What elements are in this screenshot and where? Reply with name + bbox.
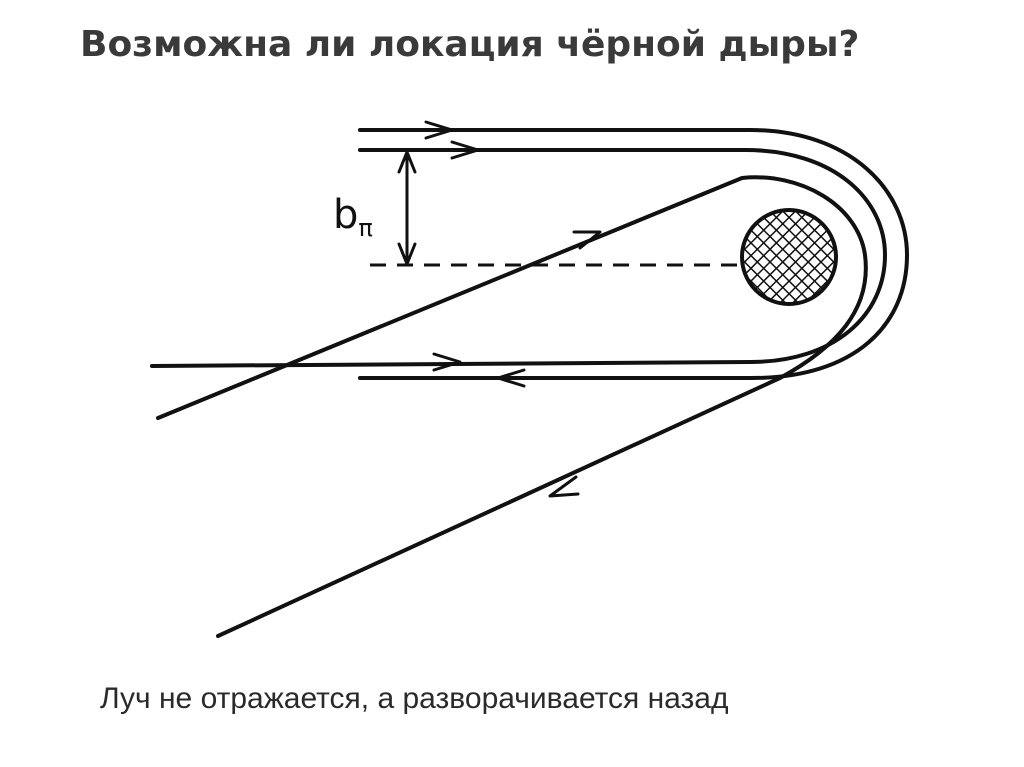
- middle-ray-arrow-lower: [432, 352, 462, 372]
- outer-ray-arrow-in: [424, 120, 454, 140]
- impact-parameter-arrow: [397, 150, 417, 266]
- inner-deflected-ray: [156, 175, 868, 638]
- impact-parameter-letter: b: [333, 192, 358, 238]
- black-hole: [740, 208, 838, 306]
- outer-u-turn-ray: [358, 128, 909, 380]
- outer-ray-arrow-out: [496, 368, 526, 388]
- impact-parameter-label: bπ: [333, 192, 373, 242]
- impact-parameter-subscript: π: [358, 214, 372, 242]
- inner-ray-arrow-lower: [548, 475, 580, 498]
- slide-caption: Луч не отражается, а разворачивается наз…: [100, 682, 729, 715]
- inner-ray-arrow-upper: [572, 230, 602, 250]
- slide-title: Возможна ли локация чёрной дыры?: [80, 24, 860, 65]
- middle-ray-arrow-in: [450, 140, 480, 160]
- middle-u-turn-ray: [150, 148, 887, 368]
